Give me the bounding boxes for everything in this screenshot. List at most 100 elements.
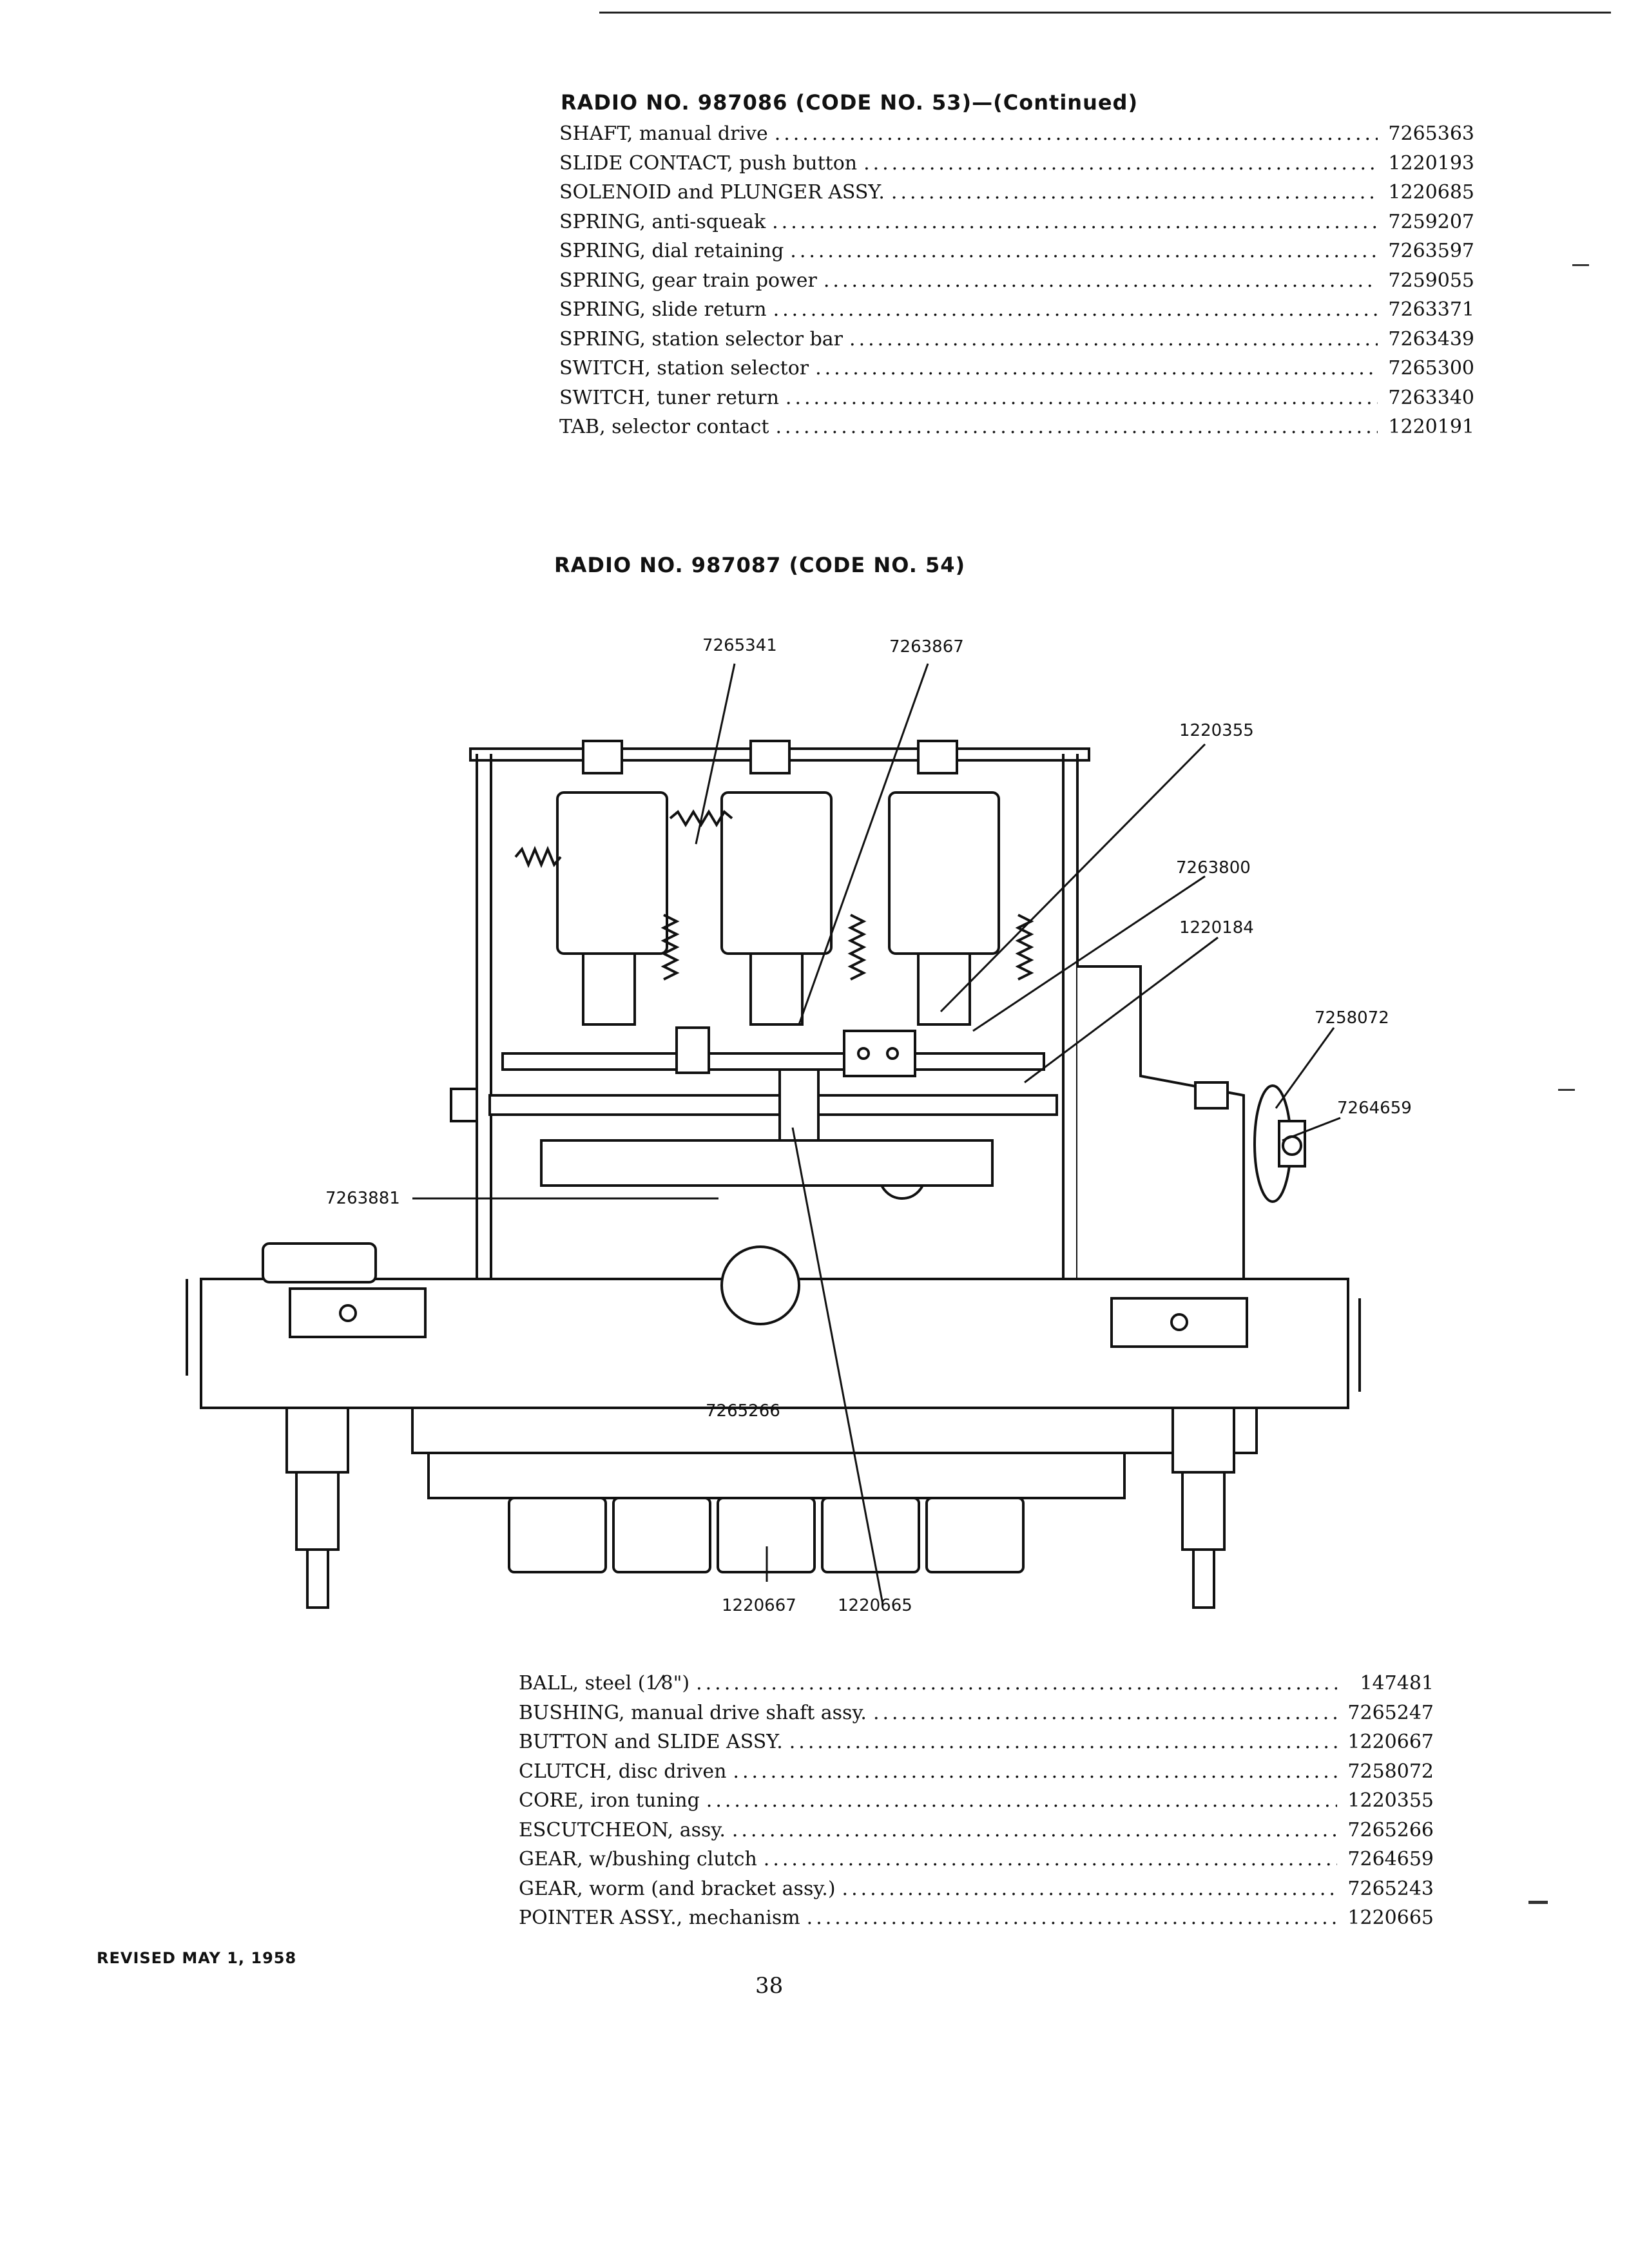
part-name: TAB, selector contact xyxy=(559,416,769,438)
margin-mark xyxy=(1528,1901,1548,1904)
part-row: GEAR, worm (and bracket assy.)..........… xyxy=(519,1878,1434,1907)
leader-lines xyxy=(412,663,1341,1605)
callout-7265341: 7265341 xyxy=(702,636,777,655)
part-row: SLIDE CONTACT, push button..............… xyxy=(559,152,1474,182)
part-number: 7264659 xyxy=(1347,1848,1434,1870)
page-number: 38 xyxy=(755,1973,784,1999)
mechanism-drawing xyxy=(186,740,1361,1609)
part-name: GEAR, worm (and bracket assy.) xyxy=(519,1877,836,1900)
part-row: CORE, iron tuning.......................… xyxy=(519,1789,1434,1819)
part-row: ESCUTCHEON, assy........................… xyxy=(519,1819,1434,1849)
part-name: SPRING, gear train power xyxy=(559,269,817,292)
leader-dots: ........................................… xyxy=(696,1672,1337,1695)
part-number: 7259055 xyxy=(1388,269,1474,292)
radio-mechanism-diagram: 7265341 7263867 1220355 7263800 1220184 … xyxy=(186,636,1412,1615)
part-number: 7259207 xyxy=(1388,210,1474,233)
top-rule xyxy=(599,12,1611,14)
part-number: 1220685 xyxy=(1388,181,1474,204)
leader-dots: ........................................… xyxy=(731,1818,1337,1841)
callout-1220355: 1220355 xyxy=(1179,721,1254,740)
part-name: CLUTCH, disc driven xyxy=(519,1760,727,1783)
part-number: 7265243 xyxy=(1347,1877,1434,1900)
leader-dots: ........................................… xyxy=(706,1789,1337,1812)
leader-dots: ........................................… xyxy=(891,181,1378,204)
part-row: SWITCH, station selector................… xyxy=(559,357,1474,387)
leader-dots: ........................................… xyxy=(842,1877,1337,1900)
part-name: POINTER ASSY., mechanism xyxy=(519,1907,800,1929)
part-row: BUSHING, manual drive shaft assy........… xyxy=(519,1702,1434,1731)
part-number: 7263439 xyxy=(1388,327,1474,351)
part-row: CLUTCH, disc driven.....................… xyxy=(519,1760,1434,1790)
part-number: 1220193 xyxy=(1388,151,1474,175)
part-name: BUSHING, manual drive shaft assy. xyxy=(519,1701,867,1724)
leader-dots: ........................................… xyxy=(774,122,1378,145)
part-name: SPRING, slide return xyxy=(559,298,767,321)
section-heading-987087: RADIO NO. 987087 (CODE NO. 54) xyxy=(554,553,966,577)
revised-date: REVISED MAY 1, 1958 xyxy=(97,1949,297,1967)
leader-dots: ........................................… xyxy=(790,240,1378,262)
leader-dots: ........................................… xyxy=(849,327,1378,351)
parts-list-987087: BALL, steel (1⁄8")......................… xyxy=(519,1672,1434,1936)
part-row: SPRING, anti-squeak.....................… xyxy=(559,211,1474,240)
leader-dots: ........................................… xyxy=(872,1701,1337,1724)
part-number: 147481 xyxy=(1360,1672,1434,1695)
part-name: ESCUTCHEON, assy. xyxy=(519,1818,726,1841)
part-name: SPRING, station selector bar xyxy=(559,327,843,351)
callout-7263881: 7263881 xyxy=(325,1189,400,1208)
callout-1220665: 1220665 xyxy=(838,1596,912,1615)
part-name: SPRING, anti-squeak xyxy=(559,210,766,233)
part-row: SHAFT, manual drive.....................… xyxy=(559,122,1474,152)
part-row: SPRING, station selector bar............… xyxy=(559,328,1474,358)
section-heading-987086: RADIO NO. 987086 (CODE NO. 53)—(Continue… xyxy=(561,90,1139,115)
leader-dots: ........................................… xyxy=(823,269,1378,292)
leader-dots: ........................................… xyxy=(772,210,1378,233)
part-number: 1220665 xyxy=(1347,1907,1434,1929)
parts-list-987086: SHAFT, manual drive.....................… xyxy=(559,122,1474,445)
leader-dots: ........................................… xyxy=(785,386,1378,409)
callout-7258072: 7258072 xyxy=(1315,1008,1389,1028)
part-row: SWITCH, tuner return....................… xyxy=(559,387,1474,416)
callout-1220184: 1220184 xyxy=(1179,918,1254,937)
part-number: 7265363 xyxy=(1388,122,1474,145)
leader-dots: ........................................… xyxy=(789,1731,1337,1753)
callout-1220667: 1220667 xyxy=(722,1596,796,1615)
part-name: GEAR, w/bushing clutch xyxy=(519,1848,757,1870)
part-name: SOLENOID and PLUNGER ASSY. xyxy=(559,181,885,204)
part-name: SWITCH, tuner return xyxy=(559,386,779,409)
part-number: 7265300 xyxy=(1388,357,1474,380)
part-name: SPRING, dial retaining xyxy=(559,240,784,262)
part-row: POINTER ASSY., mechanism................… xyxy=(519,1907,1434,1936)
part-name: BUTTON and SLIDE ASSY. xyxy=(519,1731,783,1753)
callout-7264659: 7264659 xyxy=(1337,1099,1412,1118)
part-row: TAB, selector contact...................… xyxy=(559,416,1474,445)
part-row: SPRING, gear train power................… xyxy=(559,269,1474,299)
part-row: BALL, steel (1⁄8")......................… xyxy=(519,1672,1434,1702)
part-number: 7265247 xyxy=(1347,1701,1434,1724)
leader-dots: ........................................… xyxy=(806,1907,1337,1929)
leader-dots: ........................................… xyxy=(763,1848,1337,1870)
part-number: 1220355 xyxy=(1347,1789,1434,1812)
part-number: 1220191 xyxy=(1388,416,1474,438)
part-name: SWITCH, station selector xyxy=(559,357,809,380)
margin-mark xyxy=(1572,264,1589,266)
part-number: 7263371 xyxy=(1388,298,1474,321)
callout-7263800: 7263800 xyxy=(1176,858,1251,878)
part-number: 7263597 xyxy=(1388,240,1474,262)
part-row: SOLENOID and PLUNGER ASSY...............… xyxy=(559,181,1474,211)
leader-dots: ........................................… xyxy=(733,1760,1337,1783)
leader-dots: ........................................… xyxy=(773,298,1378,321)
part-row: SPRING, slide return....................… xyxy=(559,298,1474,328)
part-name: CORE, iron tuning xyxy=(519,1789,700,1812)
part-row: GEAR, w/bushing clutch..................… xyxy=(519,1848,1434,1878)
part-row: BUTTON and SLIDE ASSY...................… xyxy=(519,1731,1434,1760)
margin-mark xyxy=(1558,1089,1575,1091)
part-number: 1220667 xyxy=(1347,1731,1434,1753)
callout-7263867: 7263867 xyxy=(889,637,964,657)
part-number: 7265266 xyxy=(1347,1818,1434,1841)
callout-7265266: 7265266 xyxy=(706,1401,780,1421)
part-number: 7263340 xyxy=(1388,386,1474,409)
part-row: SPRING, dial retaining..................… xyxy=(559,240,1474,269)
part-name: BALL, steel (1⁄8") xyxy=(519,1672,690,1695)
part-name: SHAFT, manual drive xyxy=(559,122,768,145)
leader-dots: ........................................… xyxy=(775,416,1378,438)
